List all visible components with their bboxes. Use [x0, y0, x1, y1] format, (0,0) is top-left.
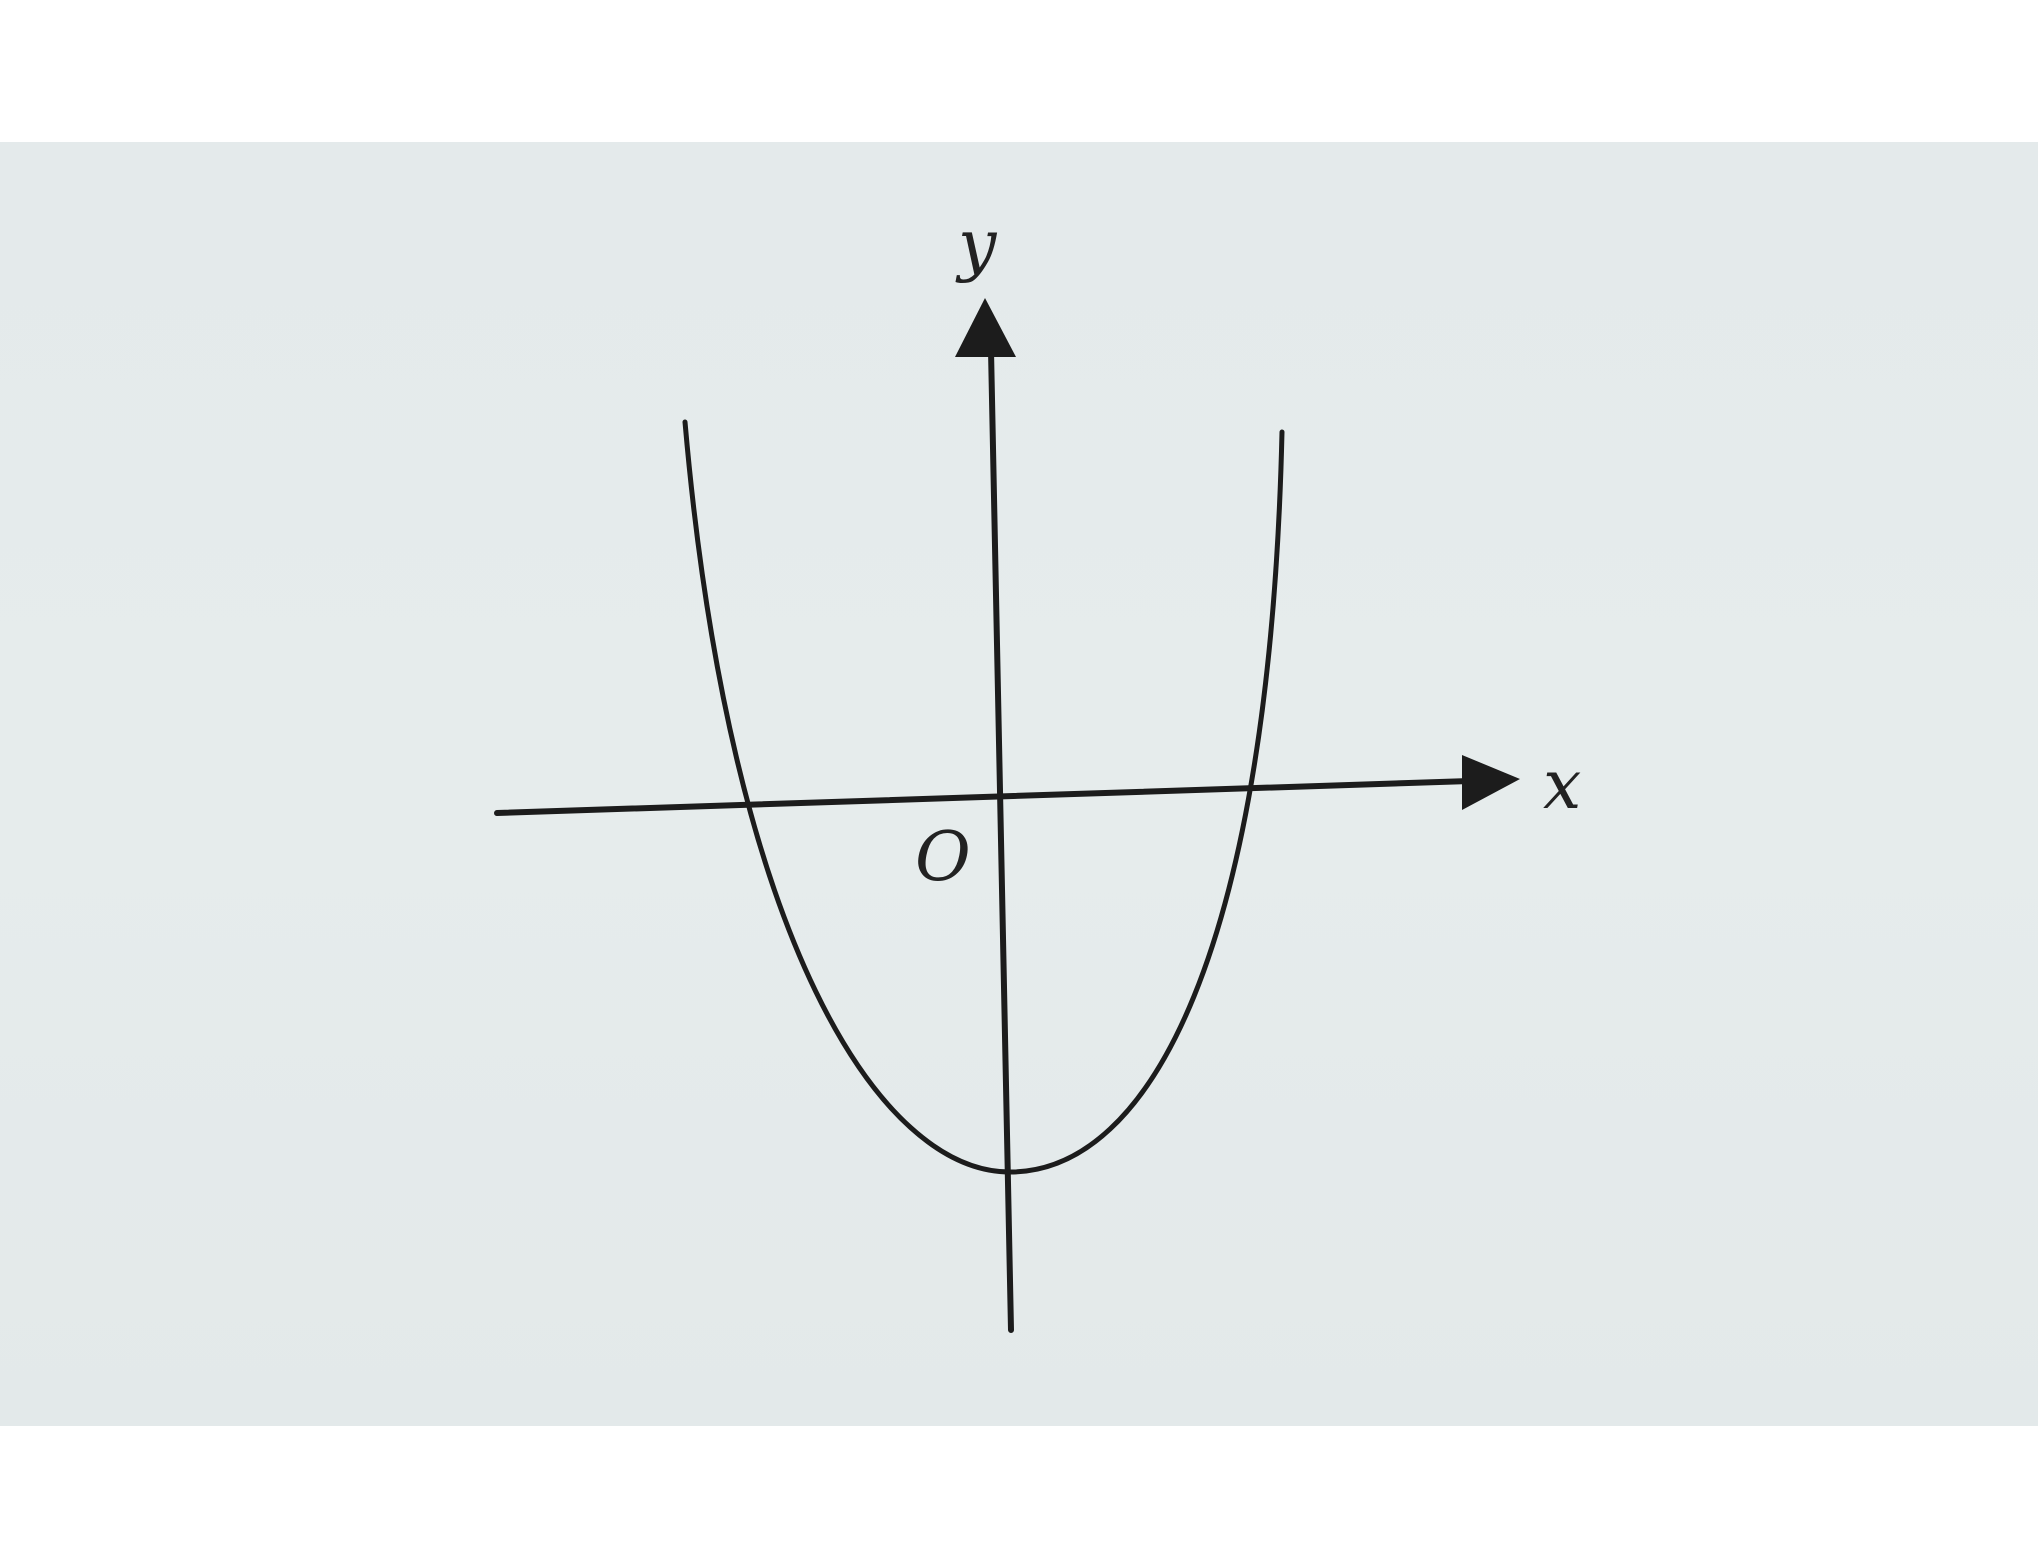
y-axis-label: y [955, 206, 998, 285]
y-axis-arrow-icon [955, 298, 1016, 357]
origin-label: O [915, 818, 971, 897]
y-axis [988, 347, 1014, 1333]
x-axis-label: x [1543, 746, 1581, 825]
photo-background [0, 142, 2038, 1426]
parabola-curve [682, 419, 1285, 1175]
x-axis [494, 778, 1473, 816]
x-axis-arrow-icon [1462, 755, 1520, 810]
